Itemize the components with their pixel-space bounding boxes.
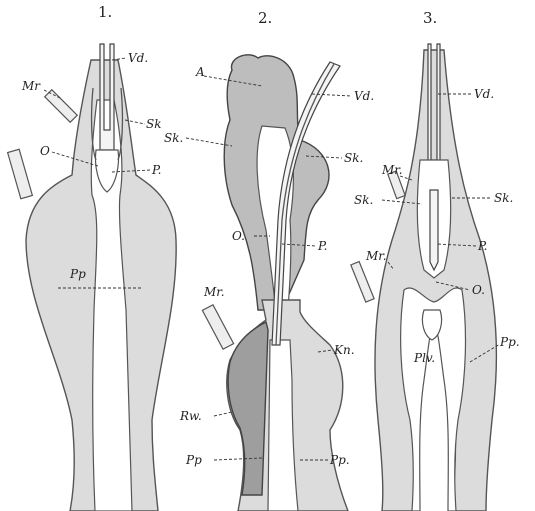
- papilla-duct: [430, 190, 438, 270]
- figure-2-number: 2.: [258, 9, 272, 27]
- label-a: A: [195, 65, 205, 79]
- label-pp-left: Pp: [185, 453, 202, 467]
- figure-1: 1. Vd. Mr Sk O P. Pp: [8, 3, 177, 511]
- label-rw: Rw.: [179, 409, 202, 423]
- label-mr: Mr.: [203, 285, 225, 299]
- retractor-muscle-upper: [45, 90, 78, 123]
- label-mr-lower: Mr.: [365, 249, 387, 263]
- figure-3-number: 3.: [423, 9, 437, 27]
- rw-swelling: [228, 322, 268, 495]
- figure-1-number: 1.: [98, 3, 112, 21]
- label-pp: Pp.: [499, 335, 520, 349]
- label-o: O.: [232, 229, 245, 243]
- label-p: P.: [151, 163, 161, 177]
- retractor-muscle-lower: [351, 262, 374, 302]
- label-o: O.: [472, 283, 485, 297]
- label-mr-upper: Mr.: [381, 163, 403, 177]
- label-sk-right: Sk.: [344, 151, 363, 165]
- label-kn: Kn.: [333, 343, 355, 357]
- label-o: O: [40, 144, 50, 158]
- label-mr: Mr: [21, 79, 41, 93]
- label-sk-right: Sk.: [494, 191, 513, 205]
- label-vd: Vd.: [354, 89, 374, 103]
- label-p: P.: [317, 239, 327, 253]
- retractor-muscle: [202, 305, 233, 349]
- label-pp: Pp: [69, 267, 86, 281]
- label-sk: Sk: [146, 117, 162, 131]
- label-sk-left: Sk.: [354, 193, 373, 207]
- label-pp-right: Pp.: [329, 453, 350, 467]
- figure-3: 3. Vd. Mr. Sk. Sk. Mr. P. O. Plv. Pp.: [351, 9, 520, 511]
- penis-body: [375, 50, 497, 511]
- label-sk-left: Sk.: [164, 131, 183, 145]
- label-vd: Vd.: [128, 51, 148, 65]
- figure-2: 2. A Vd. Sk. Sk. O. P. Mr. Kn.: [164, 9, 374, 511]
- retractor-muscle: [8, 149, 33, 198]
- label-plv: Plv.: [413, 351, 435, 365]
- label-vd: Vd.: [474, 87, 494, 101]
- label-p: P.: [477, 239, 487, 253]
